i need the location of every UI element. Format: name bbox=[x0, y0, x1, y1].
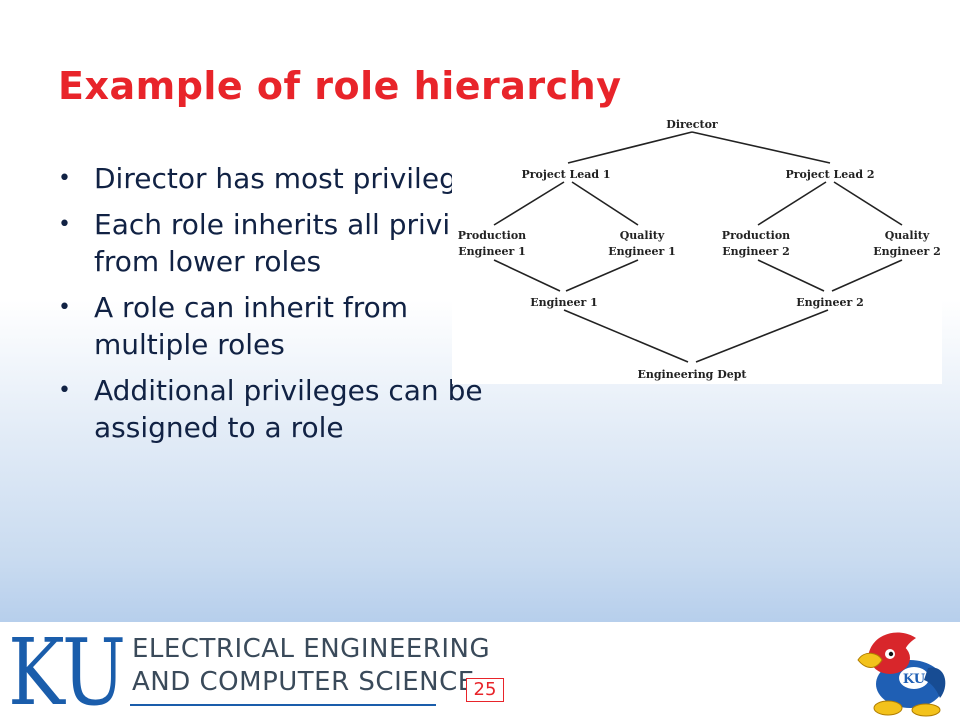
node-project-lead-1: Project Lead 1 bbox=[521, 168, 610, 181]
edge-pl2-qual2 bbox=[833, 181, 903, 226]
edge-eng1-dept bbox=[563, 309, 689, 363]
node-director: Director bbox=[666, 118, 718, 131]
edge-qual2-eng2 bbox=[831, 259, 903, 292]
edge-director-pl1 bbox=[567, 131, 693, 164]
node-engineering-dept: Engineering Dept bbox=[637, 368, 747, 381]
bullet-item: • Additional privileges can be assigned t… bbox=[56, 372, 526, 446]
node-quality-engineer-2-line2: Engineer 2 bbox=[873, 245, 941, 258]
bullet-icon: • bbox=[58, 212, 71, 237]
edge-pl1-qual1 bbox=[571, 181, 639, 226]
bullet-item: • A role can inherit from multiple roles bbox=[56, 289, 526, 363]
jayhawk-mascot-icon: KU bbox=[857, 632, 946, 717]
node-engineer-1: Engineer 1 bbox=[530, 296, 598, 309]
ku-logo-text: KU bbox=[8, 632, 126, 712]
node-quality-engineer-2-line1: Quality bbox=[885, 229, 930, 242]
hierarchy-edges bbox=[493, 131, 903, 363]
node-production-engineer-2-line2: Engineer 2 bbox=[722, 245, 790, 258]
node-quality-engineer-1-line1: Quality bbox=[620, 229, 665, 242]
edge-pl2-prod2 bbox=[757, 181, 827, 226]
node-production-engineer-1-line1: Production bbox=[458, 229, 526, 242]
node-production-engineer-2-line1: Production bbox=[722, 229, 790, 242]
edge-prod2-eng2 bbox=[757, 259, 825, 292]
footer: KU ELECTRICAL ENGINEERING AND COMPUTER S… bbox=[0, 622, 960, 720]
department-name-line-2: AND COMPUTER SCIENCE bbox=[132, 667, 475, 697]
node-production-engineer-1-line2: Engineer 1 bbox=[458, 245, 526, 258]
ku-logo: KU bbox=[8, 632, 126, 712]
bullet-icon: • bbox=[58, 378, 71, 403]
edge-pl1-prod1 bbox=[493, 181, 565, 226]
bullet-list: •Director has most privileges •Each role… bbox=[56, 160, 526, 455]
bullet-icon: • bbox=[58, 295, 71, 320]
role-hierarchy-diagram: Director Project Lead 1 Project Lead 2 P… bbox=[452, 112, 942, 384]
bullet-icon: • bbox=[58, 166, 71, 191]
bullet-text: Director has most privileges bbox=[94, 162, 489, 195]
bullet-text: Additional privileges can be assigned to… bbox=[94, 374, 483, 444]
divider bbox=[130, 704, 436, 706]
bullet-item: • Director has most privileges bbox=[56, 160, 526, 197]
page-number: 25 bbox=[466, 678, 504, 702]
node-project-lead-2: Project Lead 2 bbox=[785, 168, 874, 181]
node-engineer-2: Engineer 2 bbox=[796, 296, 864, 309]
bullet-text: A role can inherit from multiple roles bbox=[94, 291, 409, 361]
edge-prod1-eng1 bbox=[493, 259, 561, 292]
svg-text:KU: KU bbox=[903, 672, 926, 687]
department-name-line-1: ELECTRICAL ENGINEERING bbox=[132, 634, 491, 664]
node-quality-engineer-1-line2: Engineer 1 bbox=[608, 245, 676, 258]
edge-eng2-dept bbox=[695, 309, 829, 363]
slide-title: Example of role hierarchy bbox=[58, 64, 622, 108]
edge-qual1-eng1 bbox=[565, 259, 639, 292]
edge-director-pl2 bbox=[691, 131, 831, 164]
